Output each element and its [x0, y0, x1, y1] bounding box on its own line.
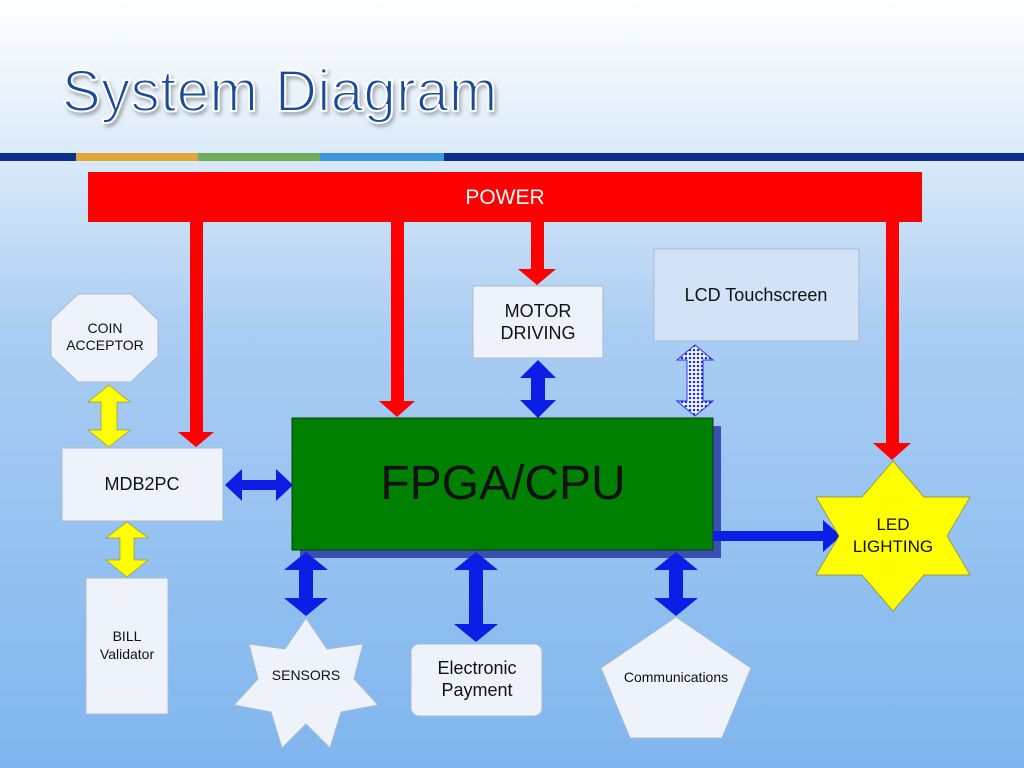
title-underline-blue [320, 153, 444, 161]
title-underline-dark [0, 153, 1024, 161]
mdb2pc-box [61, 447, 224, 522]
mdb-bill-arrow [104, 521, 150, 578]
lcd-label: LCD Touchscreen [685, 285, 828, 305]
led-lighting-star [815, 460, 971, 612]
title-underline-orange [76, 153, 198, 161]
power-arrow-motor [518, 222, 556, 285]
title-underline-green [198, 153, 320, 161]
mdb-cpu-arrow [225, 469, 293, 501]
motor-cpu-arrow [520, 360, 556, 418]
power-arrow-mdb [178, 222, 214, 447]
communications-pentagon [600, 616, 752, 739]
led-label-line2: LIGHTING [853, 537, 933, 556]
cpu-led-arrow [713, 520, 841, 552]
motor-label-line2: DRIVING [500, 323, 575, 343]
motor-driving-box [472, 285, 604, 359]
sensors-label: SENSORS [272, 667, 340, 683]
motor-label-line1: MOTOR [505, 301, 572, 321]
cpu-payment-arrow [454, 552, 498, 642]
slide-title: System Diagram [61, 58, 498, 125]
coin-mdb-arrow [87, 384, 131, 448]
payment-label-line1: Electronic [437, 658, 516, 678]
sensors-star [233, 617, 379, 749]
fpga-cpu-box [291, 417, 714, 551]
cpu-sensors-arrow [284, 552, 328, 616]
coin-acceptor-octagon [50, 293, 159, 383]
lcd-touchscreen-box [653, 248, 860, 342]
cpu-comms-arrow [654, 552, 698, 616]
power-bar [88, 172, 922, 222]
mdb2pc-label: MDB2PC [104, 474, 179, 494]
lcd-cpu-arrow [675, 344, 715, 417]
electronic-payment-box [410, 643, 543, 717]
coin-label-line2: ACCEPTOR [66, 337, 144, 353]
bill-label-line2: Validator [100, 646, 155, 662]
led-label-line1: LED [876, 515, 909, 534]
bill-validator-box [85, 577, 169, 715]
payment-label-line2: Payment [441, 680, 512, 700]
power-arrow-cpu [379, 222, 415, 417]
power-label: POWER [465, 186, 544, 209]
fpga-cpu-label: FPGA/CPU [380, 457, 625, 510]
coin-label-line1: COIN [88, 320, 123, 336]
comms-label: Communications [624, 669, 728, 685]
power-arrow-led [873, 222, 911, 460]
bill-label-line1: BILL [113, 628, 142, 644]
